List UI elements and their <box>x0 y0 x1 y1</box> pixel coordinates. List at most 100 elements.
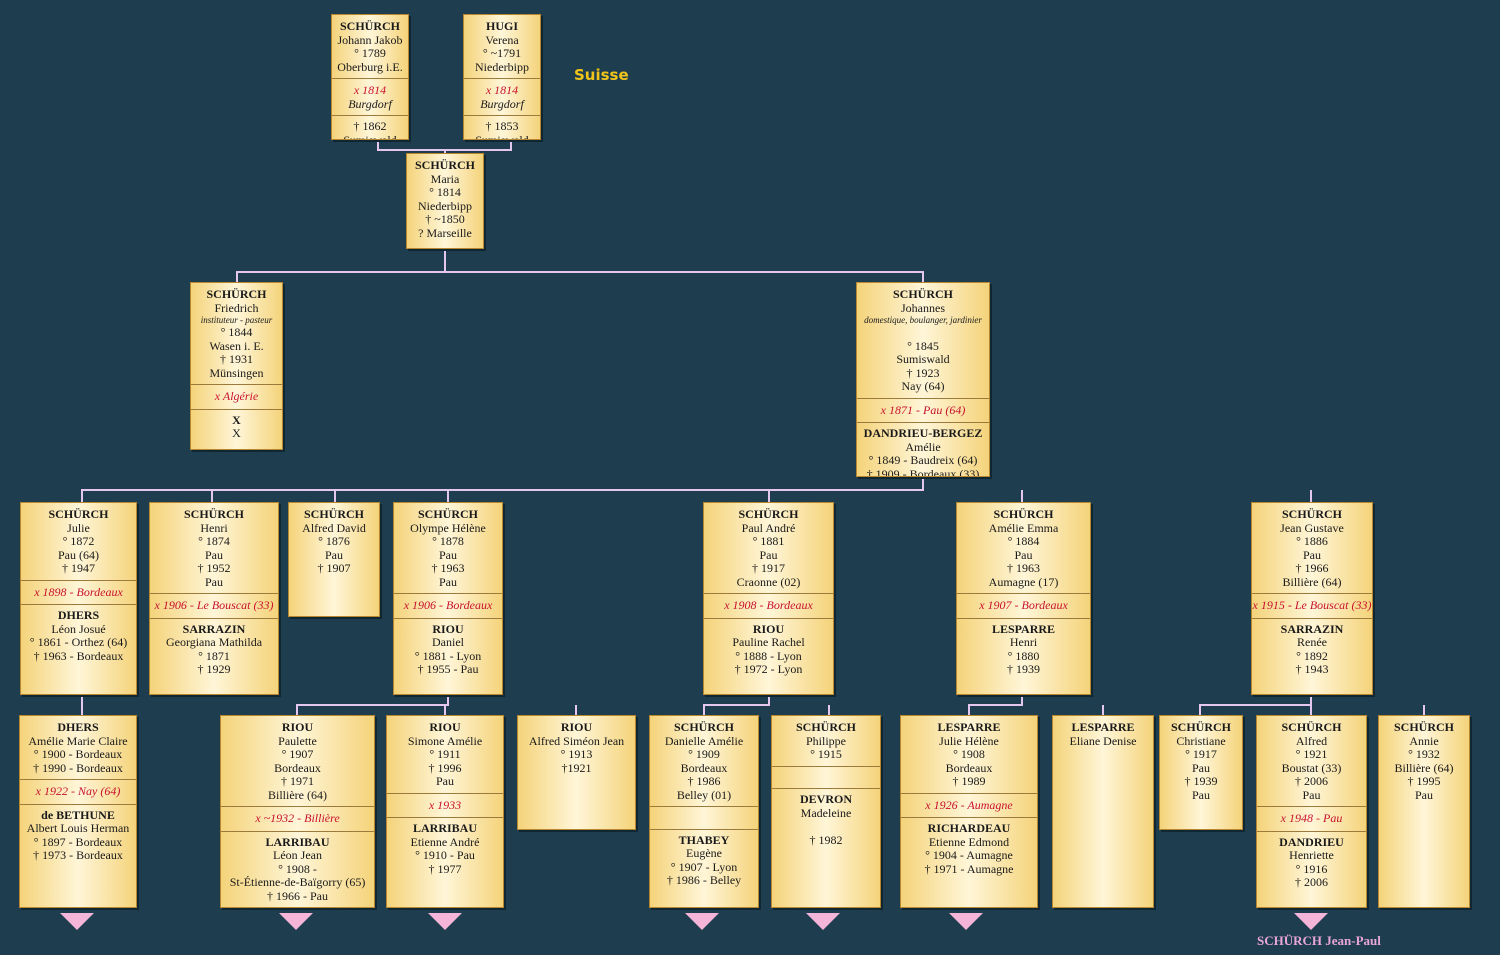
person-detail: ° 1871 <box>198 648 230 663</box>
section-divider <box>1252 617 1372 619</box>
person-detail: † 1972 - Lyon <box>734 662 803 676</box>
section-divider <box>650 828 758 830</box>
section-divider <box>20 803 136 805</box>
person-detail: † 1931 <box>220 352 253 366</box>
person-detail: † 1986 - Belley <box>666 873 742 887</box>
person-detail: Pau (64) <box>58 547 99 562</box>
surname: SCHÜRCH <box>1281 507 1342 521</box>
person-detail: ° 1872 <box>62 534 95 548</box>
person-detail: Pau <box>1415 787 1433 802</box>
surname: SCHÜRCH <box>206 287 267 301</box>
person-detail: ° 1814 <box>429 185 461 199</box>
section-divider <box>464 78 540 79</box>
person-detail: †1921 <box>561 760 592 775</box>
person-detail: † 2006 <box>1295 774 1328 788</box>
surname: LARRIBAU <box>412 821 477 835</box>
descendants-arrow-icon[interactable] <box>1294 913 1328 930</box>
section-divider <box>1257 806 1366 807</box>
person-detail: Simone Amélie <box>407 733 483 748</box>
surname: SCHÜRCH <box>1281 720 1342 734</box>
person-detail: Billière (64) <box>1282 574 1342 589</box>
section-divider <box>957 593 1090 594</box>
surname: SCHÜRCH <box>417 507 478 521</box>
person-detail: Léon Josué <box>51 621 106 636</box>
section-divider <box>394 593 502 594</box>
marriage-info: x 1948 - Pau <box>1280 811 1343 825</box>
surname: SCHÜRCH <box>795 720 856 734</box>
section-divider <box>394 617 502 619</box>
person-detail: † 1963 <box>1007 561 1040 575</box>
person-detail: Albert Louis Herman <box>26 821 130 835</box>
section-divider <box>150 593 278 594</box>
marriage-info: x 1906 - Le Bouscat (33) <box>154 598 274 612</box>
section-divider <box>221 830 374 832</box>
person-detail: Verena <box>485 32 519 47</box>
surname: X <box>232 412 241 427</box>
person-detail: ° 1915 <box>810 747 842 761</box>
person-detail: X <box>232 426 241 440</box>
person-detail: † 1939 <box>1184 774 1218 788</box>
person-detail: ° 1916 <box>1295 861 1328 876</box>
descendants-arrow-icon[interactable] <box>60 913 94 930</box>
person-detail: ° 1921 <box>1295 747 1328 761</box>
descendants-arrow-icon[interactable] <box>949 913 983 930</box>
person-detail: † 1971 - Aumagne <box>924 861 1014 876</box>
person-detail: ° 1907 <box>281 747 314 761</box>
person-detail: † 1973 - Bordeaux <box>33 848 123 862</box>
person-detail: Sumiswald <box>475 132 529 140</box>
person-detail: † 1917 <box>752 561 785 575</box>
section-divider <box>1257 830 1366 832</box>
person-detail: ° 1789 <box>354 46 386 60</box>
surname: DHERS <box>57 720 99 734</box>
person-detail: Pau <box>439 574 457 589</box>
person-detail: ° 1909 <box>688 747 720 761</box>
descendants-arrow-icon[interactable] <box>806 913 840 930</box>
person-detail: † 1971 <box>281 774 314 788</box>
section-divider <box>1252 593 1372 594</box>
descendants-arrow-icon[interactable] <box>685 913 719 930</box>
person-detail: Olympe Hélène <box>410 520 486 535</box>
section-divider <box>704 617 833 619</box>
person-detail: Aumagne (17) <box>988 574 1059 589</box>
descendants-arrow-icon[interactable] <box>428 913 462 930</box>
author-signature: SCHÜRCH Jean-Paul <box>1257 933 1381 948</box>
person-detail: ° 1932 <box>1408 747 1440 761</box>
person-detail: † 1996 <box>428 760 462 775</box>
descendants-arrow-icon[interactable] <box>279 913 313 930</box>
surname: de BETHUNE <box>41 807 115 822</box>
marriage-info: x 1907 - Bordeaux <box>979 598 1068 612</box>
surname: SCHÜRCH <box>339 19 400 33</box>
person-detail: Amélie <box>905 439 941 454</box>
person-detail: Bordeaux <box>945 760 993 775</box>
surname: DHERS <box>57 608 100 622</box>
person-detail: Amélie Emma <box>988 520 1059 535</box>
person-detail: † 2006 <box>1295 875 1328 889</box>
section-divider <box>901 792 1037 794</box>
surname: LESPARRE <box>937 720 1001 734</box>
section-divider <box>387 792 503 794</box>
